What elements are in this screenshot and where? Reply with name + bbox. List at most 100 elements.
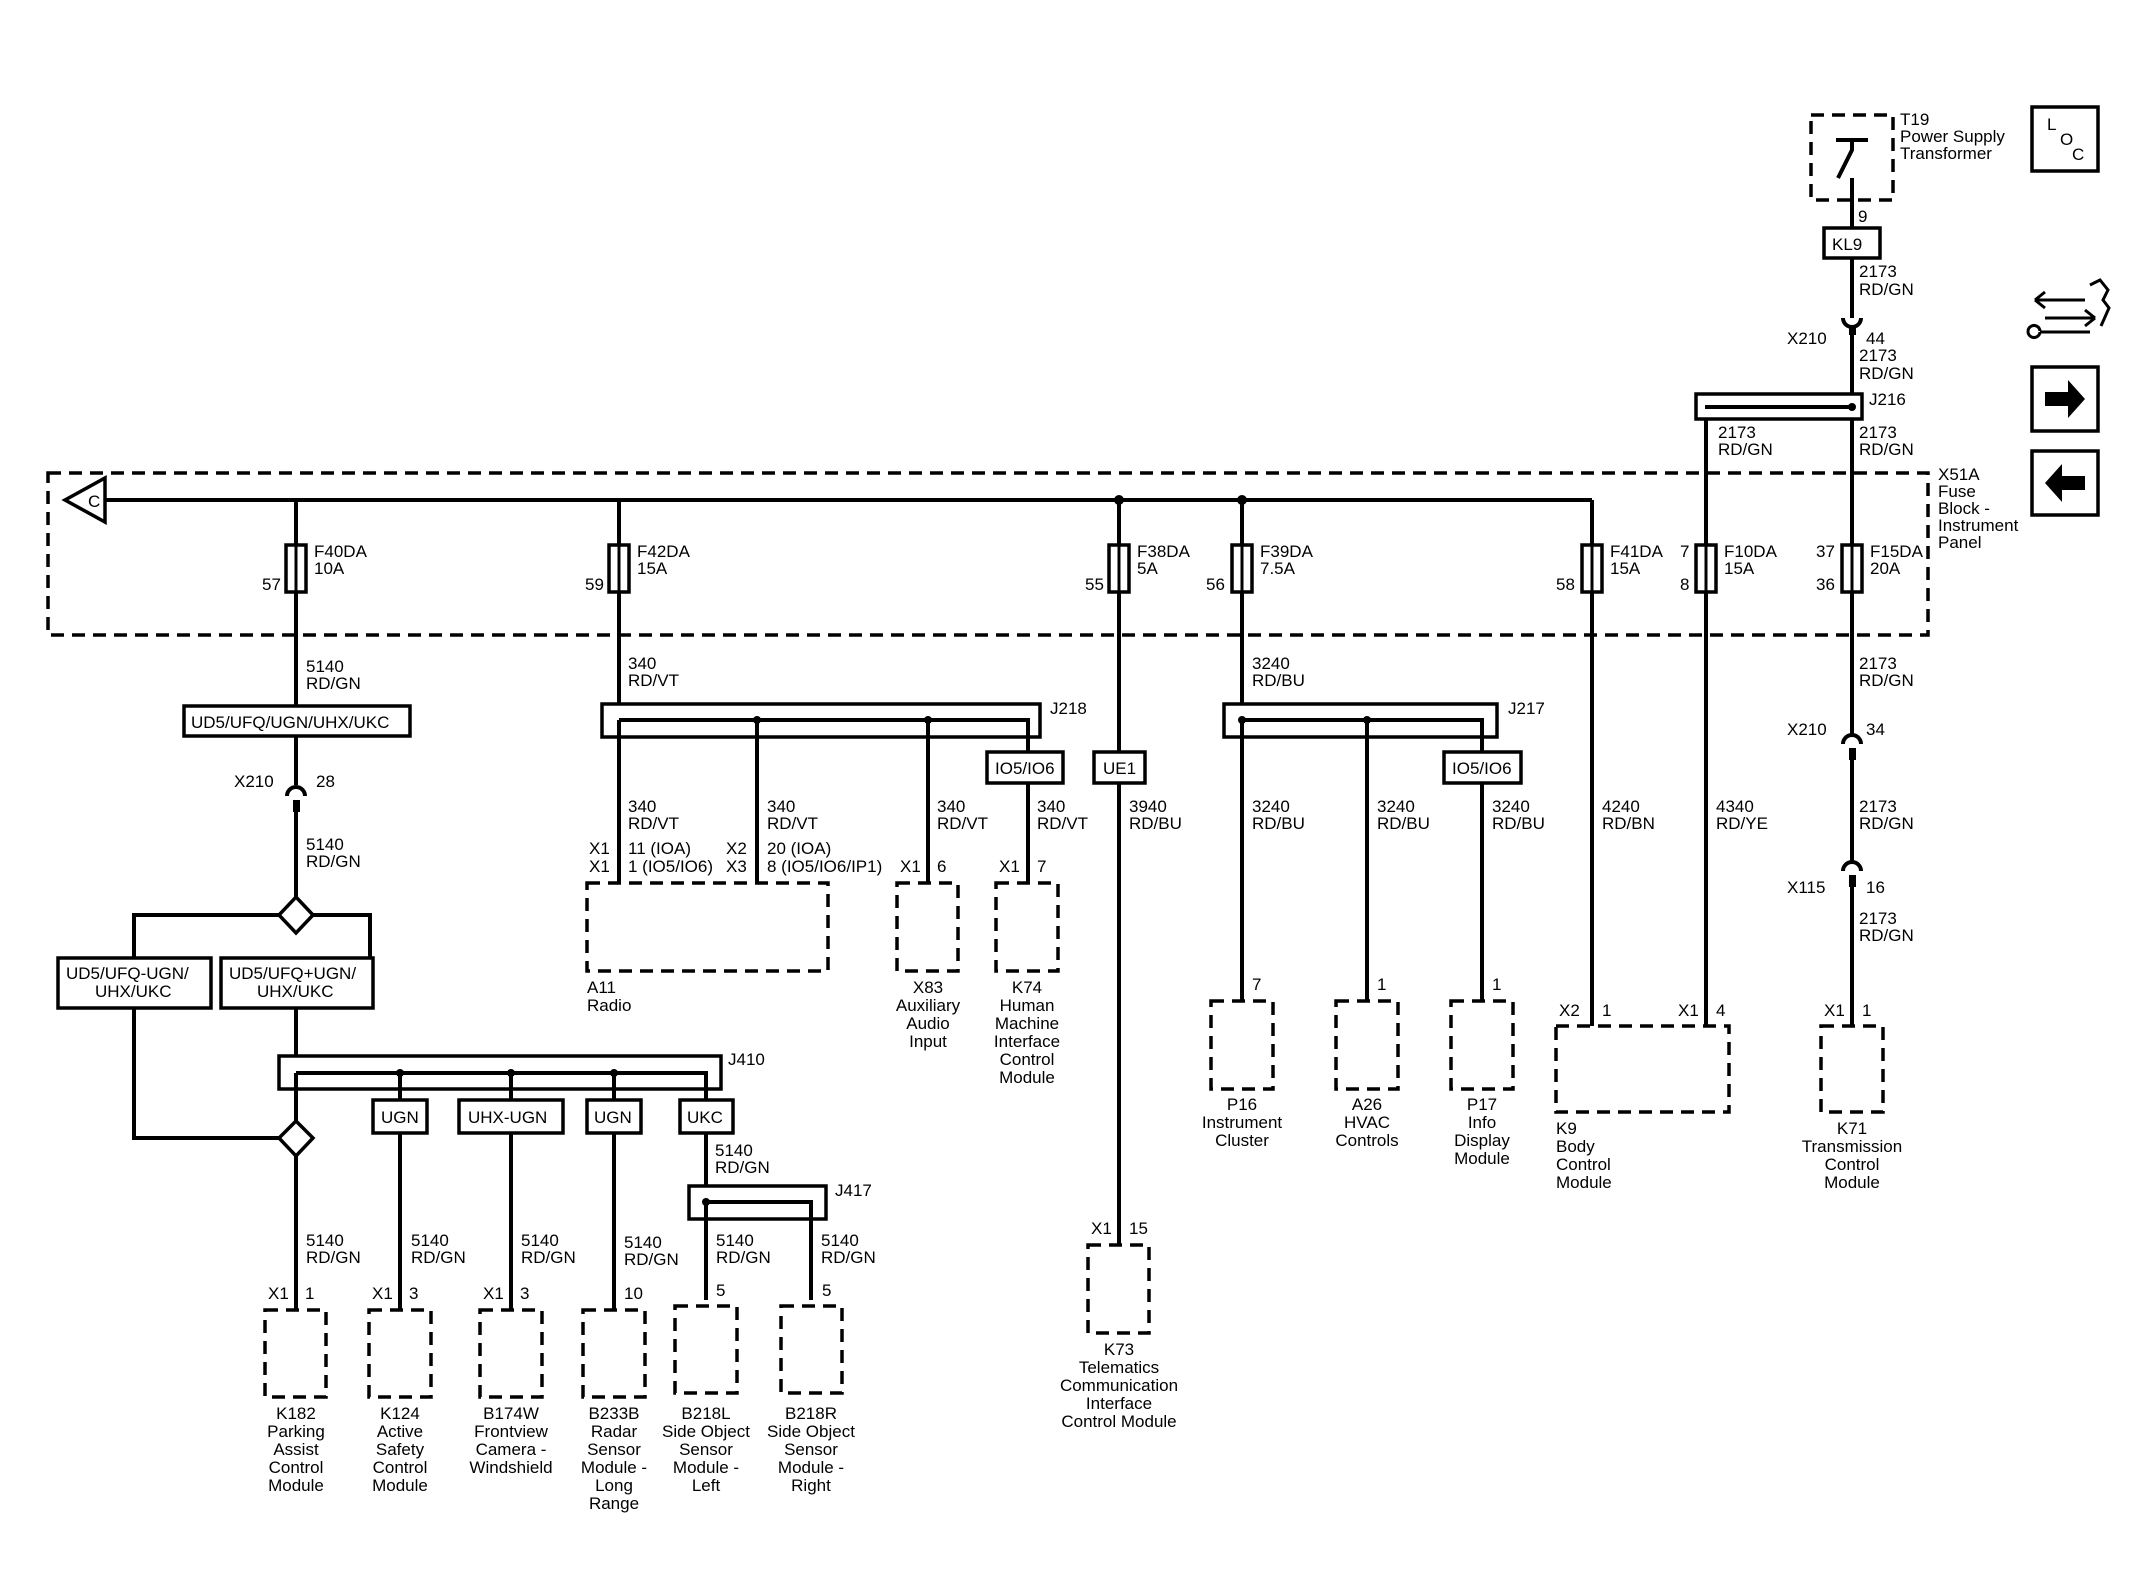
svg-text:5140: 5140	[716, 1231, 754, 1250]
svg-text:3240: 3240	[1492, 797, 1530, 816]
svg-text:RD/YE: RD/YE	[1716, 814, 1768, 833]
svg-text:IO5/IO6: IO5/IO6	[995, 759, 1055, 778]
svg-text:X3: X3	[726, 857, 747, 876]
forward-arrow-icon[interactable]	[2030, 365, 2100, 433]
svg-text:X1: X1	[1824, 1001, 1845, 1020]
module-a26-hvac[interactable]: 1 A26 HVAC Controls	[1334, 975, 1400, 1150]
svg-text:6: 6	[937, 857, 946, 876]
svg-text:Cluster: Cluster	[1215, 1131, 1269, 1150]
svg-text:RD/GN: RD/GN	[306, 1248, 361, 1267]
vehicle-service-icon[interactable]	[2026, 278, 2111, 339]
svg-text:UD5/UFQ-UGN/: UD5/UFQ-UGN/	[66, 964, 189, 983]
svg-text:34: 34	[1866, 720, 1885, 739]
svg-text:20 (IOA): 20 (IOA)	[767, 839, 831, 858]
svg-text:A26: A26	[1352, 1095, 1382, 1114]
svg-text:P16: P16	[1227, 1095, 1257, 1114]
back-arrow-icon[interactable]	[2030, 449, 2100, 517]
svg-text:1: 1	[1377, 975, 1386, 994]
svg-text:A11: A11	[587, 978, 616, 997]
tag-io5-io6-radio	[985, 750, 1065, 785]
svg-text:Info: Info	[1468, 1113, 1496, 1132]
svg-text:F10DA: F10DA	[1724, 542, 1778, 561]
svg-text:3: 3	[520, 1284, 529, 1303]
svg-text:37: 37	[1816, 542, 1835, 561]
svg-text:B174W: B174W	[483, 1404, 539, 1423]
svg-text:B218L: B218L	[681, 1404, 730, 1423]
module-p17-display[interactable]: 1 P17 Info Display Module	[1449, 975, 1515, 1168]
svg-text:UGN: UGN	[594, 1108, 632, 1127]
svg-text:44: 44	[1866, 329, 1885, 348]
svg-text:K73: K73	[1104, 1340, 1134, 1359]
svg-text:2173: 2173	[1859, 262, 1897, 281]
svg-text:J216: J216	[1869, 390, 1906, 409]
tag-ugn-1	[371, 1098, 429, 1135]
module-b218l[interactable]: 5 B218L Side Object Sensor Module - Left	[662, 1281, 750, 1495]
svg-text:Instrument: Instrument	[1938, 516, 2019, 535]
svg-text:Interface: Interface	[994, 1032, 1060, 1051]
svg-text:3240: 3240	[1252, 654, 1290, 673]
connector-c-arrow[interactable]	[61, 475, 107, 525]
svg-text:3940: 3940	[1129, 797, 1167, 816]
svg-text:RD/BU: RD/BU	[1129, 814, 1182, 833]
module-b218r[interactable]: 5 B218R Side Object Sensor Module - Righ…	[767, 1281, 855, 1495]
svg-text:1 (IO5/IO6): 1 (IO5/IO6)	[628, 857, 713, 876]
svg-text:P17: P17	[1467, 1095, 1497, 1114]
svg-text:UD5/UFQ+UGN/: UD5/UFQ+UGN/	[229, 964, 356, 983]
svg-text:C: C	[88, 492, 100, 511]
svg-text:57: 57	[262, 575, 281, 594]
svg-text:RD/GN: RD/GN	[1859, 364, 1914, 383]
svg-text:Control: Control	[1000, 1050, 1055, 1069]
module-p16-cluster[interactable]: 7 P16 Instrument Cluster	[1202, 975, 1283, 1150]
svg-text:RD/GN: RD/GN	[624, 1250, 679, 1269]
svg-text:K182: K182	[276, 1404, 316, 1423]
svg-text:8: 8	[1680, 575, 1689, 594]
svg-text:J417: J417	[835, 1181, 872, 1200]
svg-text:Long: Long	[595, 1476, 633, 1495]
loc-icon[interactable]: L O C	[2030, 105, 2100, 173]
svg-text:X1: X1	[1678, 1001, 1699, 1020]
svg-text:Control: Control	[1825, 1155, 1880, 1174]
svg-text:Left: Left	[692, 1476, 721, 1495]
svg-text:5140: 5140	[715, 1141, 753, 1160]
svg-text:15: 15	[1129, 1219, 1148, 1238]
svg-text:RD/GN: RD/GN	[306, 852, 361, 871]
svg-text:UKC: UKC	[687, 1108, 723, 1127]
svg-text:9: 9	[1858, 207, 1867, 226]
svg-text:Power Supply: Power Supply	[1900, 127, 2005, 146]
svg-text:KL9: KL9	[1832, 235, 1862, 254]
svg-text:F41DA: F41DA	[1610, 542, 1664, 561]
svg-text:X210: X210	[1787, 329, 1827, 348]
tag-uhx-ugn	[457, 1098, 565, 1135]
svg-text:2173: 2173	[1718, 423, 1756, 442]
tag-ukc	[678, 1098, 735, 1135]
svg-text:RD/VT: RD/VT	[628, 671, 679, 690]
module-b233b[interactable]: 10 B233B Radar Sensor Module - Long Rang…	[581, 1284, 647, 1513]
svg-text:K124: K124	[380, 1404, 420, 1423]
svg-text:5: 5	[716, 1281, 725, 1300]
svg-text:340: 340	[767, 797, 795, 816]
svg-text:Transformer: Transformer	[1900, 144, 1992, 163]
svg-text:4340: 4340	[1716, 797, 1754, 816]
svg-text:RD/GN: RD/GN	[715, 1158, 770, 1177]
svg-text:Sensor: Sensor	[784, 1440, 838, 1459]
svg-text:340: 340	[628, 797, 656, 816]
svg-text:5140: 5140	[306, 1231, 344, 1250]
svg-text:Side Object: Side Object	[767, 1422, 855, 1441]
svg-text:Telematics: Telematics	[1079, 1358, 1159, 1377]
svg-text:Side Object: Side Object	[662, 1422, 750, 1441]
svg-text:Transmission: Transmission	[1802, 1137, 1902, 1156]
svg-text:RD/GN: RD/GN	[821, 1248, 876, 1267]
